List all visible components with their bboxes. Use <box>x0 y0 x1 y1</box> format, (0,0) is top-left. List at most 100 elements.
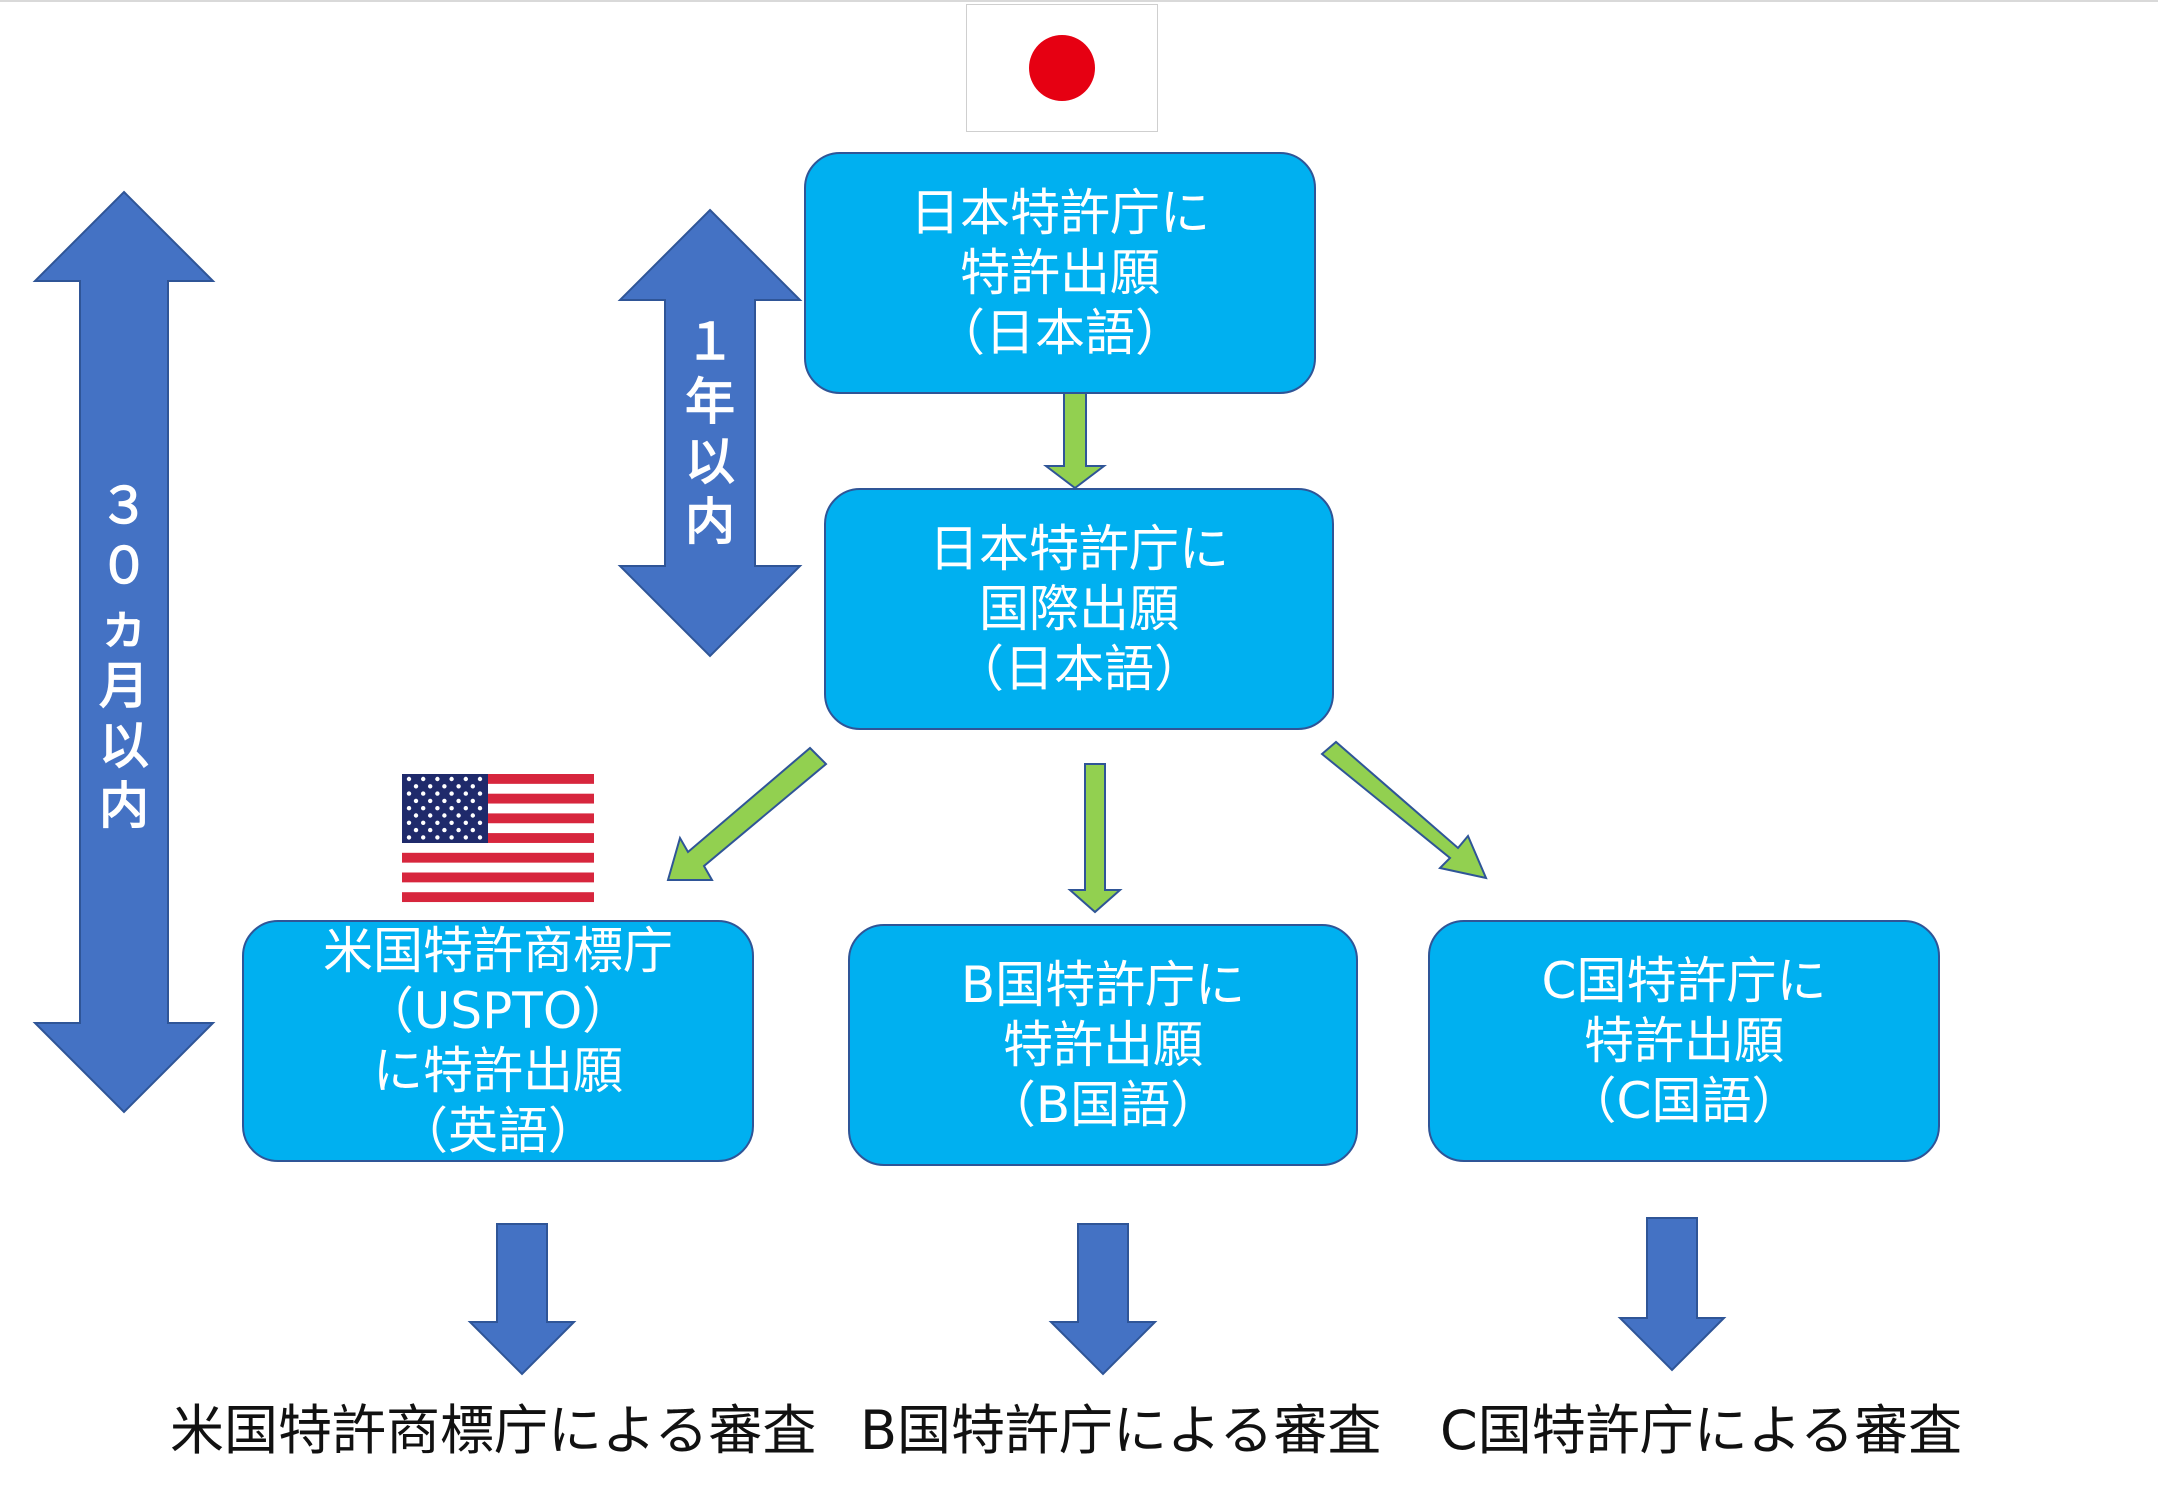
us-flag-star <box>470 827 475 833</box>
us-flag-star <box>456 813 461 818</box>
box-line: B国特許庁に <box>960 956 1246 1014</box>
us-flag-star <box>449 806 454 811</box>
green-arrow-jp-to-pct <box>1043 379 1107 490</box>
us-flag-star <box>435 820 440 825</box>
japan-flag-sun <box>1029 35 1095 101</box>
us-flag-star <box>463 820 468 825</box>
box-b-patent-application: B国特許庁に 特許出願 （B国語） <box>848 924 1358 1166</box>
us-flag-star <box>456 784 461 789</box>
box-line: 米国特許商標庁 <box>323 922 673 980</box>
us-flag-star <box>470 784 475 789</box>
us-flag-star <box>463 776 468 782</box>
box-line: （C国語） <box>1566 1072 1802 1130</box>
box-line: 特許出願 <box>1584 1012 1784 1070</box>
us-flag-star <box>442 813 447 818</box>
label-char: ３ <box>99 477 149 535</box>
label-char: 以 <box>685 433 735 491</box>
us-flag-star <box>477 776 483 782</box>
down-arrow-b-exam <box>1048 1223 1158 1376</box>
us-flag-star <box>463 835 468 840</box>
label-char: 内 <box>685 493 735 551</box>
box-line: C国特許庁に <box>1541 952 1827 1010</box>
us-flag-star <box>442 798 447 804</box>
box-line: （B国語） <box>985 1076 1221 1134</box>
us-flag-star <box>442 827 447 833</box>
box-line: 日本特許庁に <box>929 520 1229 578</box>
one-year-double-arrow <box>617 208 803 658</box>
box-line: 特許出願 <box>1003 1016 1203 1074</box>
us-flag-star <box>463 806 468 811</box>
green-arrow-pct-to-us <box>666 746 828 881</box>
japan-flag-icon <box>966 4 1158 132</box>
us-flag-star <box>435 806 440 811</box>
box-jp-international-application: 日本特許庁に 国際出願 （日本語） <box>824 488 1334 730</box>
us-flag-star <box>442 784 447 789</box>
caption-b-examination: B国特許庁による審査 <box>860 1399 1382 1462</box>
label-char: 月 <box>99 657 149 715</box>
us-flag-star <box>428 827 433 833</box>
box-line: （日本語） <box>954 640 1204 698</box>
caption-c-examination: C国特許庁による審査 <box>1440 1399 1963 1462</box>
box-us-patent-application: 米国特許商標庁 （USPTO） に特許出願 （英語） <box>242 920 754 1162</box>
us-flag-star <box>413 813 419 818</box>
us-flag-star <box>477 806 483 811</box>
box-line: 特許出願 <box>960 244 1160 302</box>
label-char: ヵ <box>99 597 149 655</box>
box-line: 日本特許庁に <box>910 184 1210 242</box>
us-flag-star <box>406 776 412 782</box>
us-flag-star <box>449 791 454 796</box>
label-one-year: １ 年 以 内 <box>670 312 750 552</box>
us-flag-star <box>435 791 440 796</box>
box-line: （USPTO） <box>363 982 633 1040</box>
us-flag-star <box>421 820 426 825</box>
box-line: （日本語） <box>935 304 1185 362</box>
label-char: 年 <box>685 373 735 431</box>
box-jp-patent-application: 日本特許庁に 特許出願 （日本語） <box>804 152 1316 394</box>
us-flag-star <box>435 835 440 840</box>
box-line: 国際出願 <box>979 580 1179 638</box>
us-flag-star <box>428 813 433 818</box>
us-flag-star <box>470 798 475 804</box>
us-flag-icon <box>402 774 594 903</box>
label-thirty-months: ３ ０ ヵ 月 以 内 <box>84 476 164 836</box>
down-arrow-c-exam <box>1617 1217 1727 1372</box>
us-flag-star <box>456 798 461 804</box>
us-flag-star <box>413 798 419 804</box>
top-divider <box>0 0 2158 2</box>
us-flag-star <box>428 798 433 804</box>
thirty-months-double-arrow <box>32 190 216 1114</box>
us-flag-star <box>421 806 426 811</box>
us-flag-star <box>406 791 412 796</box>
us-flag-star <box>413 827 419 833</box>
us-flag-star <box>406 820 412 825</box>
green-arrow-pct-to-c <box>1320 740 1488 880</box>
down-arrow-us-exam <box>467 1223 577 1376</box>
us-flag-star <box>477 791 483 796</box>
us-flag-star <box>449 820 454 825</box>
box-c-patent-application: C国特許庁に 特許出願 （C国語） <box>1428 920 1940 1162</box>
us-flag-star <box>421 776 426 782</box>
us-flag-star <box>477 835 483 840</box>
us-flag-star <box>470 813 475 818</box>
us-flag-star <box>406 806 412 811</box>
us-flag-star <box>449 835 454 840</box>
label-char: 以 <box>99 717 149 775</box>
us-flag-star <box>421 835 426 840</box>
caption-us-examination: 米国特許商標庁による審査 <box>170 1399 817 1462</box>
us-flag-star <box>421 791 426 796</box>
us-flag-star <box>406 835 412 840</box>
box-line: （英語） <box>398 1102 598 1160</box>
us-flag-star <box>413 784 419 789</box>
green-arrow-pct-to-b <box>1067 763 1123 914</box>
us-flag-star <box>456 827 461 833</box>
label-char: １ <box>685 313 735 371</box>
label-char: 内 <box>99 777 149 835</box>
us-flag-star <box>449 776 454 782</box>
box-line: に特許出願 <box>373 1042 623 1100</box>
label-char: ０ <box>99 537 149 595</box>
us-flag-star <box>428 784 433 789</box>
us-flag-star <box>463 791 468 796</box>
us-flag-star <box>435 776 440 782</box>
us-flag-star <box>477 820 483 825</box>
